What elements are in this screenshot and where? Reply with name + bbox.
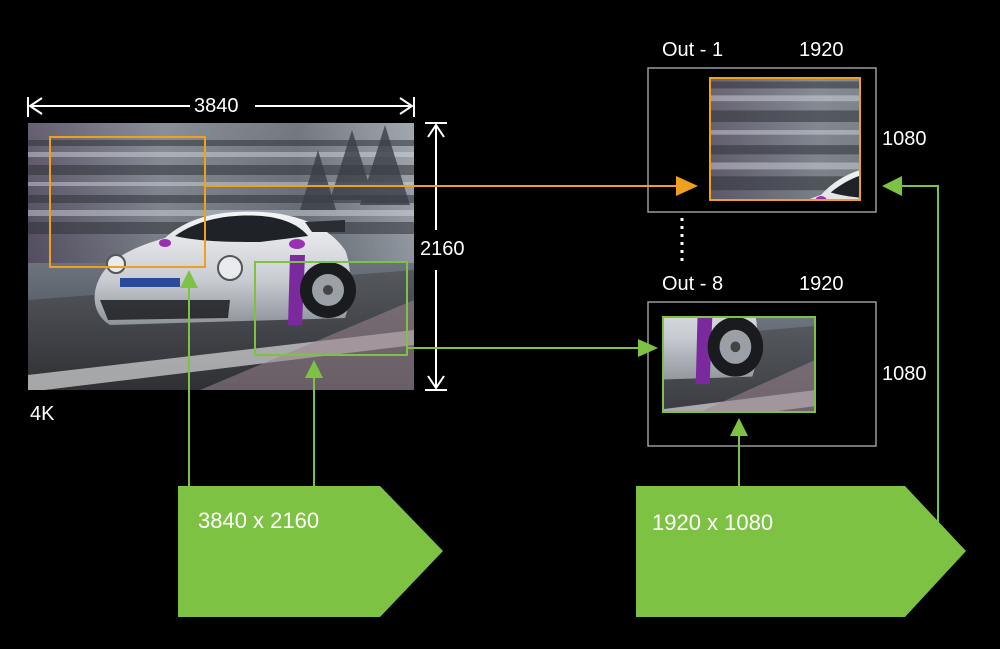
out-1-preview <box>710 78 860 200</box>
out-1-height-label: 1080 <box>882 128 927 150</box>
dimension-arrow-horizontal-icon <box>27 97 415 117</box>
out-8-name: Out - 8 <box>662 273 724 295</box>
source-width-label: 3840 <box>194 95 239 117</box>
out-1-frame <box>647 67 877 213</box>
green-connector-arrow <box>407 339 658 357</box>
out-8-width-label: 1920 <box>799 273 844 295</box>
out-8-crop-border <box>662 316 816 413</box>
output-tag-arrow-out-8 <box>730 418 748 486</box>
source-resolution-tag-shape <box>178 486 443 617</box>
orange-connector-arrow <box>205 176 698 196</box>
crop-region-green <box>254 261 408 356</box>
source-format-label: 4K <box>30 403 55 425</box>
source-tag-arrows <box>180 270 323 486</box>
crop-region-orange <box>49 136 206 268</box>
output-resolution-tag-shape <box>636 486 966 617</box>
out-8-height-label: 1080 <box>882 363 927 385</box>
source-resolution-tag: 3840 x 2160 <box>198 508 320 533</box>
out-8-frame <box>647 301 877 447</box>
source-height-label: 2160 <box>420 238 465 260</box>
output-tag-arrow-out-1 <box>882 176 939 525</box>
source-frame <box>28 123 414 390</box>
out-8-preview <box>663 317 815 412</box>
out-1-width-label: 1920 <box>799 39 844 61</box>
out-1-crop-border <box>709 77 861 201</box>
dimension-arrow-vertical-icon <box>425 122 447 391</box>
out-1-name: Out - 1 <box>662 39 724 61</box>
output-resolution-tag: 1920 x 1080 <box>652 510 774 535</box>
